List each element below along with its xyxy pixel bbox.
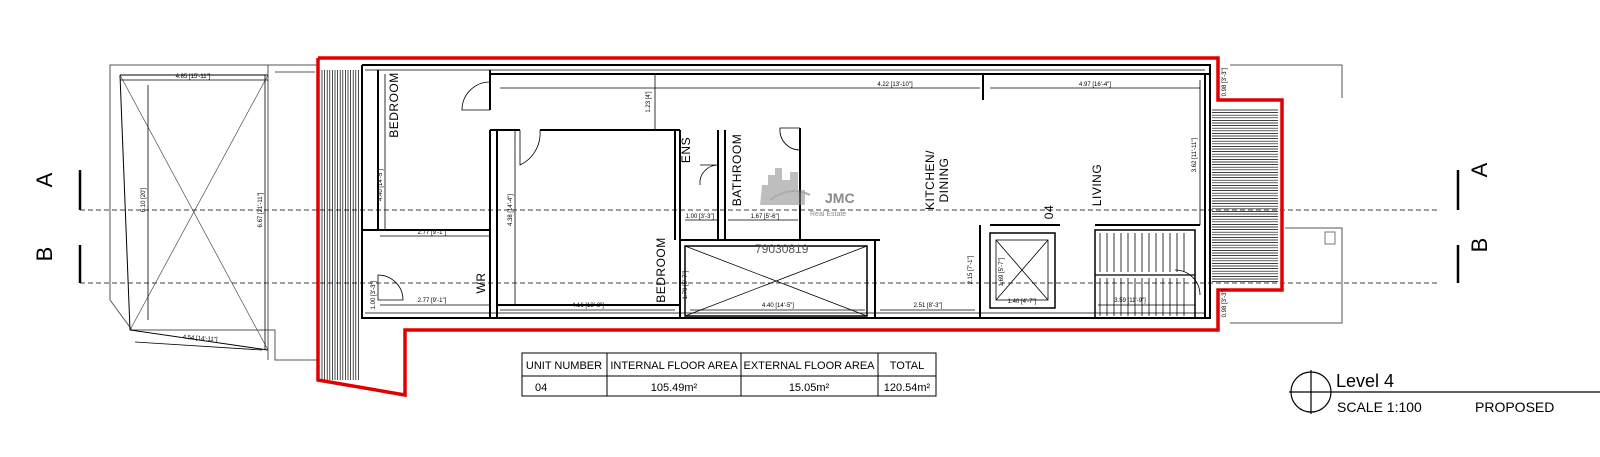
dim-label: 2.15 [7'-1"] [968,255,974,284]
dim-label: 3.62 [11'-11"] [1192,137,1198,172]
dim-label: 0.98 [3'-3"] [1222,67,1228,96]
room-label-wr: WR [474,273,488,294]
table-header-unit-number: UNIT NUMBER [526,360,602,372]
dim-label: 4.22 [13'-10"] [877,82,913,88]
dim-label: 2.77 [9'-1"] [418,230,447,236]
unit-number-label: 04 [1042,205,1056,219]
area-table [521,352,937,397]
room-label-kitchen: KITCHEN/ [923,150,937,210]
terrace-hatch-left [321,70,359,380]
dim-label: 0.98 [3'-3"] [1222,288,1228,317]
table-cell-internal-area: 105.49m² [651,382,698,394]
table-header-internal-area: INTERNAL FLOOR AREA [610,360,738,372]
watermark-subtitle: Real Estate [810,211,846,218]
table-cell-total: 120.54m² [884,382,931,394]
title-level: Level 4 [1336,371,1394,391]
room-label-ens: ENS [679,137,693,163]
table-header-total: TOTAL [890,360,924,372]
balcony-hatch-right [1212,109,1278,282]
adjacent-outline-right [1230,64,1343,324]
unit-highlight-boundary [316,56,1284,398]
dim-label: 1.70 [5'-7"] [683,270,689,299]
title-block [1289,370,1600,414]
dim-label: 1.00 [3'-3"] [371,280,377,309]
section-mark-b-right: B [1467,238,1492,253]
dim-label: 4.97 [16'-4"] [1079,82,1111,88]
dim-label: 4.54 [14'-11"] [182,335,218,343]
dim-label: 4.16 [13'-8"] [572,303,604,309]
table-header-external-area: EXTERNAL FLOOR AREA [743,360,875,372]
dim-label: 4.40 [14'-5"] [378,169,384,201]
table-cell-unit-number: 04 [535,382,547,394]
room-label-bathroom: BATHROOM [730,134,744,206]
room-label-living: LIVING [1090,164,1104,206]
title-status: PROPOSED [1475,399,1554,415]
room-label-bedroom-1: BEDROOM [387,72,401,138]
dim-label: 6.67 [21'-11"] [258,192,264,227]
section-mark-a-left: A [32,172,57,187]
dim-label: 1.00 [3'-3"] [686,214,715,220]
dimension-lines [120,74,1201,351]
dim-label: 1.23 [4'] [646,91,652,112]
dim-label: 1.69 [5'-7"] [999,257,1005,286]
watermark-phone: 79030819 [755,242,809,256]
staircase [1095,233,1195,316]
section-lines [78,170,1460,284]
room-label-bedroom-2: BEDROOM [654,237,668,303]
dim-label: 1.67 [5'-6"] [751,214,780,220]
dim-label: 4.85 [15'-11"] [176,74,211,80]
dim-label: 2.77 [9'-1"] [418,298,447,304]
dim-label: 1.40 [4'-7"] [1008,299,1037,305]
watermark-brand: JMC [825,190,855,206]
dim-label: 2.51 [8'-3"] [914,303,943,309]
section-mark-a-right: A [1467,162,1492,177]
dim-label: 4.40 [14'-5"] [762,303,794,309]
room-label-dining: DINING [937,158,951,203]
title-scale: SCALE 1:100 [1337,399,1422,415]
dim-label: 6.10 [20'] [141,187,147,212]
dim-label: 3.59 [11'-9"] [1114,298,1146,304]
dim-label: 4.38 [14'-4"] [508,194,514,226]
section-mark-b-left: B [32,247,57,262]
watermark-logo [760,168,811,205]
table-cell-external-area: 15.05m² [789,382,830,394]
unit-walls [361,64,1211,319]
door-swings [377,81,1201,301]
